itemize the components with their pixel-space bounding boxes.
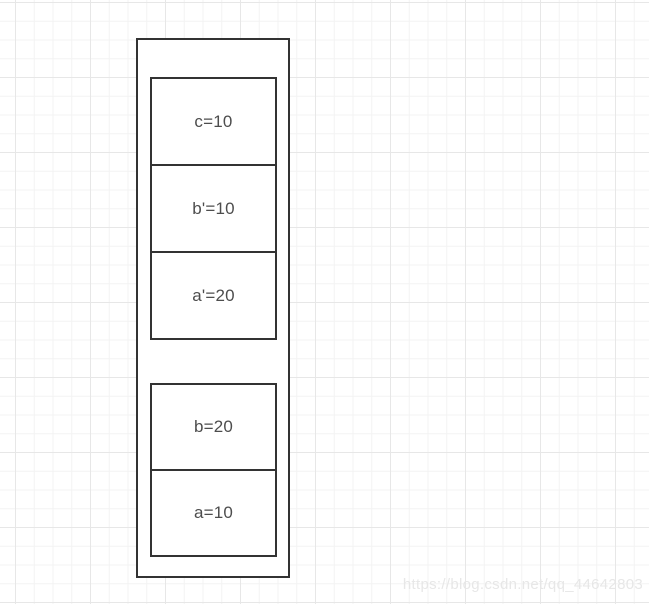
box-label: a'=20 xyxy=(192,285,235,305)
lower-stack: b=20 a=10 xyxy=(150,383,277,557)
box-label: c=10 xyxy=(194,111,233,131)
box-b: b=20 xyxy=(150,383,277,471)
box-label: a=10 xyxy=(193,503,234,522)
watermark: https://blog.csdn.net/qq_44642803 xyxy=(402,576,643,593)
box-c: c=10 xyxy=(150,77,277,166)
upper-stack: c=10 b'=10 a'=20 xyxy=(150,77,277,340)
box-a-prime: a'=20 xyxy=(150,251,277,340)
box-label: b=20 xyxy=(193,417,234,436)
box-a: a=10 xyxy=(150,469,277,557)
box-b-prime: b'=10 xyxy=(150,164,277,253)
box-label: b'=10 xyxy=(192,198,235,218)
